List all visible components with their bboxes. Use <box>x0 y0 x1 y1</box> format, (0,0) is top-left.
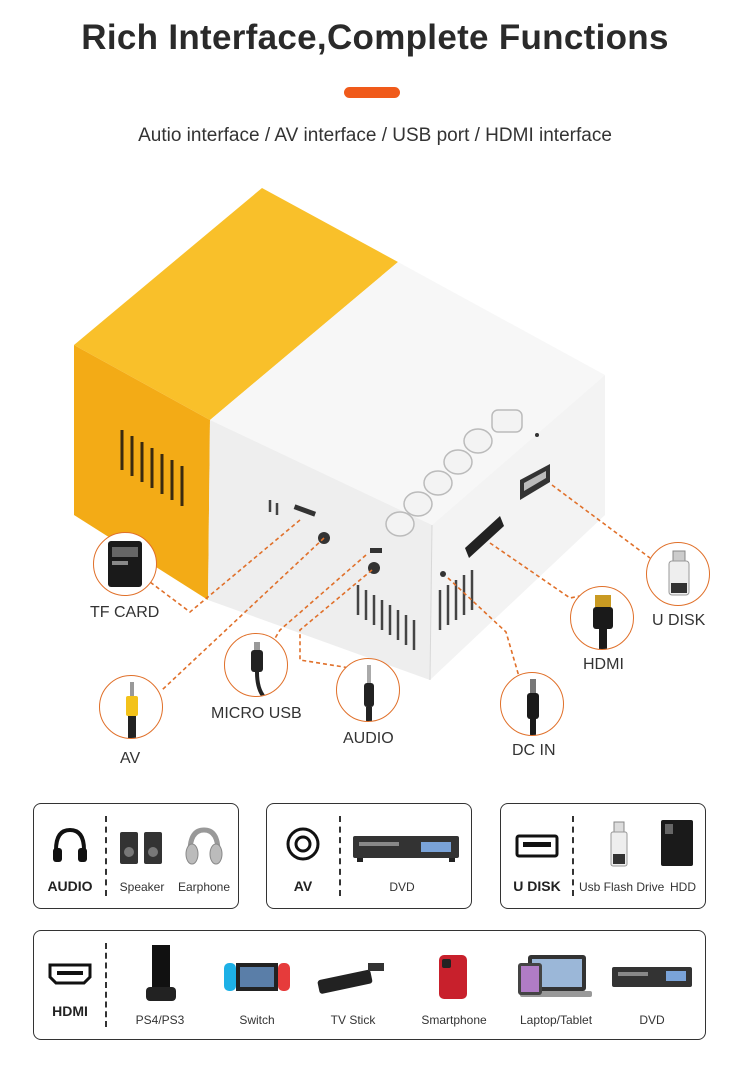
earphone-icon <box>185 827 223 865</box>
smartphone-label: Smartphone <box>421 1013 487 1027</box>
console-icon <box>146 945 176 1001</box>
av-port-label: AV <box>293 878 313 894</box>
earphone-label: Earphone <box>177 880 231 894</box>
tv-stick-label: TV Stick <box>330 1013 376 1027</box>
usb-port-icon <box>515 834 559 858</box>
dvd-label: DVD <box>389 880 415 894</box>
hdd-label: HDD <box>670 880 696 894</box>
usb-flash-drive-label: Usb Flash Drive <box>579 880 665 894</box>
dvd-player-icon <box>353 836 459 862</box>
hdd-icon <box>661 820 693 866</box>
dvd-player-icon <box>612 967 692 987</box>
panel-divider <box>105 943 107 1027</box>
laptop-tablet-icon <box>518 955 592 997</box>
u-disk-circle <box>646 542 710 606</box>
audio-circle <box>336 658 400 722</box>
smartphone-icon <box>439 955 467 999</box>
tf-card-icon <box>108 541 142 587</box>
av-panel: AV DVD <box>266 803 472 909</box>
av-circle <box>99 675 163 739</box>
switch-label: Switch <box>239 1013 275 1027</box>
audio-port-label: AUDIO <box>47 878 93 894</box>
u-disk-label: U DISK <box>652 612 706 629</box>
panel-divider <box>105 816 107 896</box>
projector-hero: TF CARD AV MICRO USB AUDIO D <box>0 170 750 790</box>
micro-usb-label: MICRO USB <box>211 705 302 722</box>
speaker-icon <box>120 832 162 864</box>
panel-divider <box>339 816 341 896</box>
page-subtitle: Autio interface / AV interface / USB por… <box>138 125 612 146</box>
ps4-label: PS4/PS3 <box>135 1013 185 1027</box>
tf-card-label: TF CARD <box>90 604 160 621</box>
av-port-icon <box>286 827 320 861</box>
hdmi-plug-icon <box>593 595 613 649</box>
usb-flash-drive-icon <box>610 821 628 867</box>
tv-stick-icon <box>317 963 384 994</box>
dc-in-circle <box>500 672 564 736</box>
speaker-label: Speaker <box>119 880 165 894</box>
accent-bar <box>344 87 400 98</box>
hdmi-label: HDMI <box>583 656 624 673</box>
panel-divider <box>572 816 574 896</box>
av-label: AV <box>120 750 141 767</box>
hdmi-port-label: HDMI <box>52 1003 88 1019</box>
udisk-panel: U DISK Usb Flash Drive HDD <box>500 803 706 909</box>
dc-plug-icon <box>527 679 539 735</box>
audio-label: AUDIO <box>343 730 394 747</box>
switch-icon <box>224 963 290 991</box>
hdmi-port-icon <box>48 963 92 985</box>
hdmi-panel: HDMI PS4/PS3 Switch TV Stick Smartphone … <box>33 930 706 1040</box>
micro-usb-circle <box>224 633 288 697</box>
headphones-icon <box>53 827 87 862</box>
usb-drive-icon <box>668 550 690 596</box>
audio-panel: AUDIO Speaker Earphone <box>33 803 239 909</box>
udisk-port-label: U DISK <box>513 878 561 894</box>
av-plug-icon <box>126 682 138 738</box>
dc-in-label: DC IN <box>512 742 556 759</box>
micro-usb-icon <box>251 642 266 696</box>
page-title: Rich Interface,Complete Functions <box>81 18 669 57</box>
hdmi-circle <box>570 586 634 650</box>
audio-jack-icon <box>364 665 374 721</box>
laptop-tablet-label: Laptop/Tablet <box>519 1013 593 1027</box>
tf-card-circle <box>93 532 157 596</box>
dvd-label-hdmi: DVD <box>639 1013 665 1027</box>
